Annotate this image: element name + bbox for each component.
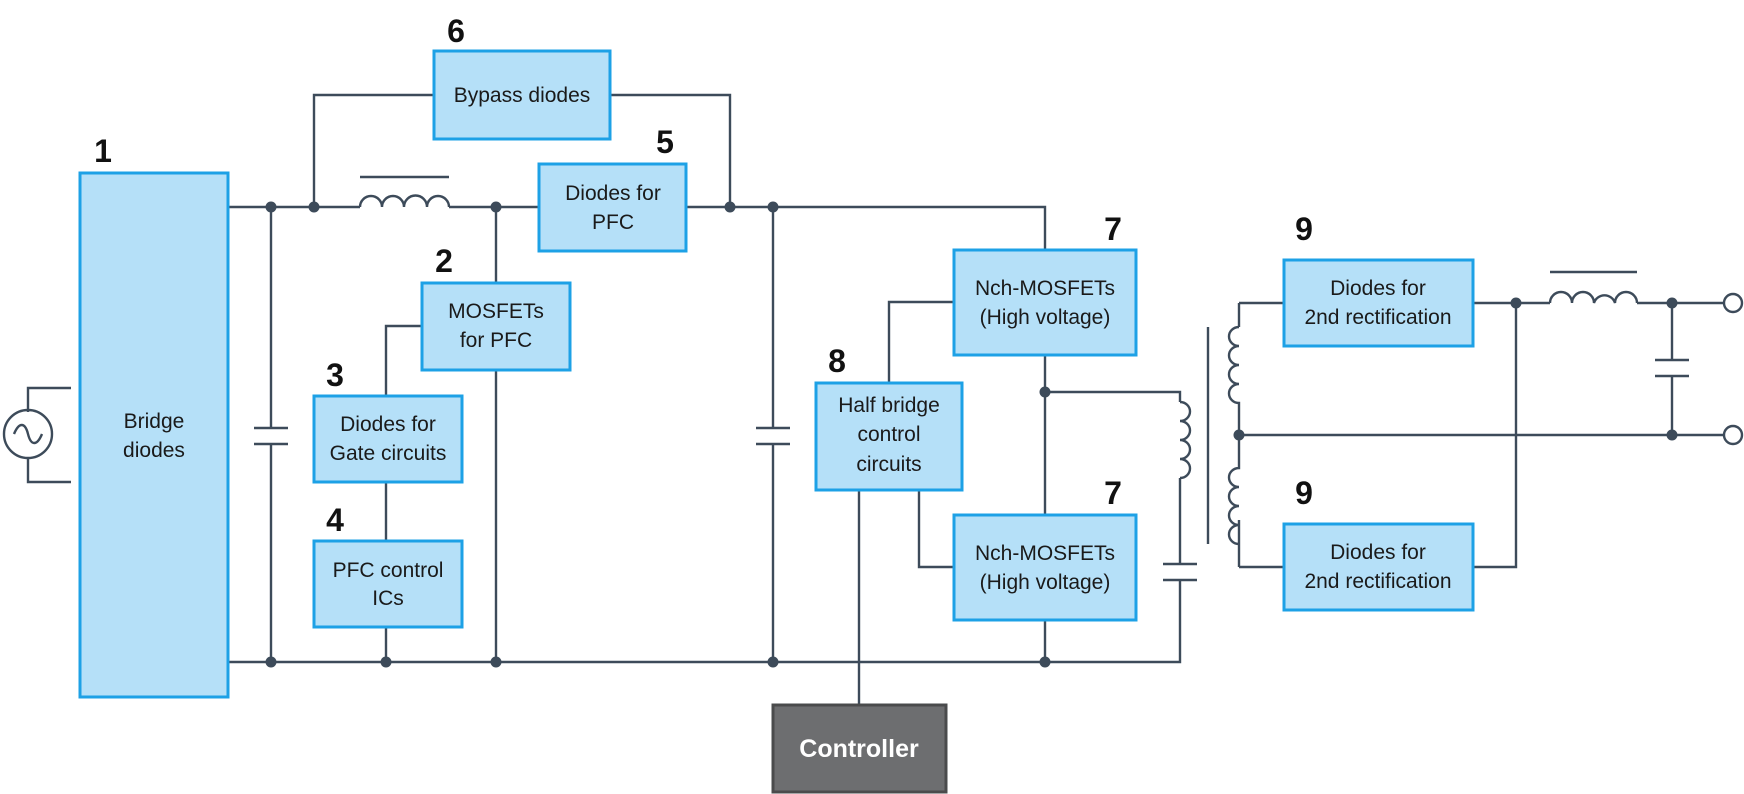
- block-label: diodes: [123, 439, 185, 462]
- block-rectification-top: Diodes for 2nd rectification 9: [1282, 211, 1475, 348]
- block-label: Gate circuits: [330, 442, 447, 465]
- block-half-bridge-control: Half bridge control circuits 8: [814, 343, 964, 492]
- block-number: 1: [94, 133, 112, 169]
- block-nch-mosfets-high: Nch-MOSFETs (High voltage) 7: [952, 211, 1138, 357]
- block-label: MOSFETs: [448, 300, 544, 323]
- block-number: 8: [828, 343, 846, 379]
- block-label: PFC control: [333, 559, 444, 582]
- block-bridge-diodes: Bridge diodes 1: [78, 133, 230, 699]
- block-controller: Controller: [771, 703, 948, 794]
- block-pfc-control-ics: PFC control ICs 4: [312, 502, 464, 629]
- block-label: Diodes for: [565, 182, 661, 205]
- block-number: 6: [447, 13, 465, 49]
- block-diodes-pfc: Diodes for PFC 5: [537, 124, 688, 253]
- block-label: Diodes for: [1330, 277, 1426, 300]
- block-number: 7: [1104, 475, 1122, 511]
- block-number: 9: [1295, 211, 1313, 247]
- output-terminal-icon: [1722, 424, 1744, 446]
- block-number: 5: [656, 124, 674, 160]
- junctions: [265, 201, 1678, 668]
- block-label: circuits: [856, 453, 921, 476]
- block-label: 2nd rectification: [1304, 306, 1451, 329]
- block-number: 9: [1295, 475, 1313, 511]
- block-rectification-bottom: Diodes for 2nd rectification 9: [1282, 475, 1475, 612]
- ac-source-icon: [2, 408, 54, 460]
- block-label: (High voltage): [980, 571, 1111, 594]
- block-mosfets-pfc: MOSFETs for PFC 2: [420, 243, 572, 372]
- output-inductor-icon: [1548, 270, 1639, 304]
- block-label: Bypass diodes: [454, 84, 591, 107]
- block-label: Bridge: [124, 410, 185, 433]
- inductor-icon: [358, 175, 451, 208]
- block-label: Nch-MOSFETs: [975, 277, 1115, 300]
- block-label: Diodes for: [1330, 541, 1426, 564]
- block-number: 7: [1104, 211, 1122, 247]
- input-capacitor-icon: [254, 426, 288, 446]
- block-label: (High voltage): [980, 306, 1111, 329]
- block-label: PFC: [592, 211, 634, 234]
- block-label: Diodes for: [340, 413, 436, 436]
- wires: [26, 93, 1724, 705]
- block-label: Nch-MOSFETs: [975, 542, 1115, 565]
- output-terminal-icon: [1722, 292, 1744, 314]
- transformer-icon: [1179, 325, 1241, 546]
- block-label: Half bridge: [838, 394, 940, 417]
- block-label: control: [857, 423, 920, 446]
- output-capacitor-icon: [1655, 358, 1689, 378]
- bulk-capacitor-icon: [756, 426, 790, 446]
- block-label: ICs: [372, 587, 404, 610]
- block-label: 2nd rectification: [1304, 570, 1451, 593]
- block-label: for PFC: [460, 329, 532, 352]
- block-diodes-gate: Diodes for Gate circuits 3: [312, 357, 464, 484]
- block-nch-mosfets-low: Nch-MOSFETs (High voltage) 7: [952, 475, 1138, 622]
- resonant-capacitor-icon: [1163, 562, 1197, 582]
- block-number: 2: [435, 243, 453, 279]
- block-number: 3: [326, 357, 344, 393]
- block-bypass-diodes: Bypass diodes 6: [432, 13, 612, 141]
- controller-label: Controller: [799, 735, 919, 763]
- block-number: 4: [326, 502, 344, 538]
